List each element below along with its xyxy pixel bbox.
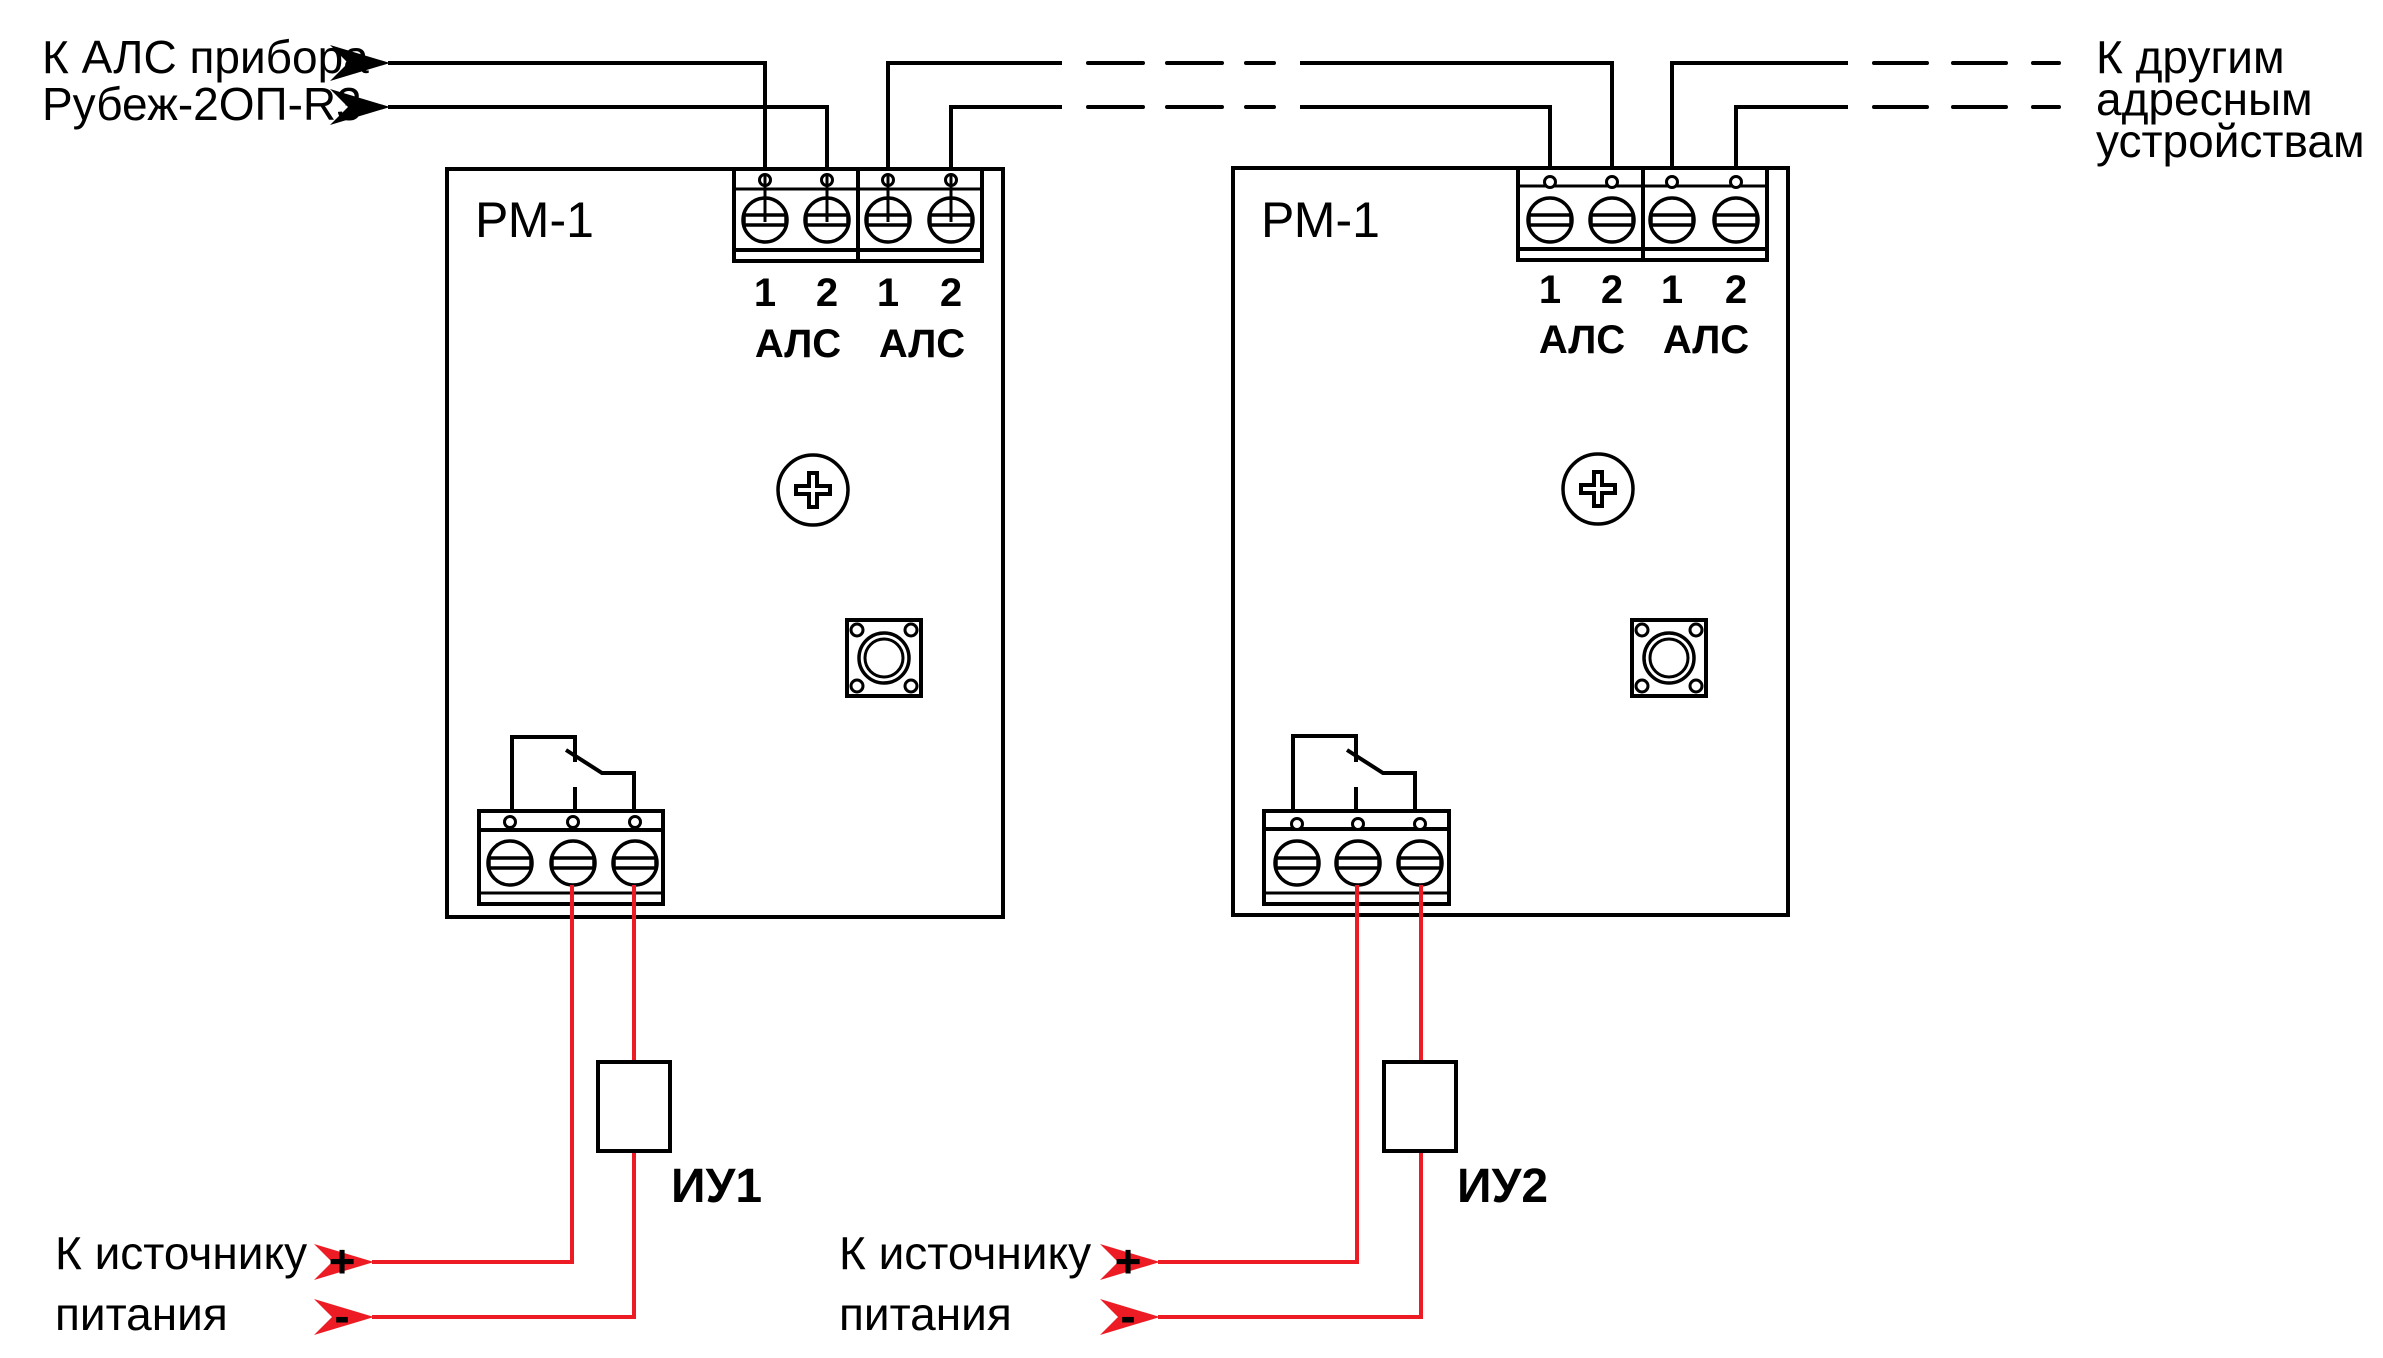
load-device-1 bbox=[596, 1060, 672, 1153]
link-wire-a-solid-right bbox=[1300, 61, 1614, 168]
link-wire-a-solid-left bbox=[886, 61, 1062, 178]
terminal-screw-icon bbox=[486, 839, 534, 887]
module-1-power-wiring: ИУ1 К источнику питания + - bbox=[55, 885, 762, 1342]
mounting-screw-icon bbox=[776, 453, 850, 527]
minus-sign: - bbox=[1120, 1290, 1135, 1342]
other-devices-label-line1: К другим bbox=[2096, 31, 2285, 83]
terminal-screw-icon bbox=[549, 839, 597, 887]
mounting-screw-icon bbox=[1561, 452, 1635, 526]
link-wire-b-solid-left bbox=[949, 105, 1062, 178]
module-2-power-wiring: ИУ2 К источнику питания + - bbox=[839, 885, 1548, 1342]
pushbutton-icon bbox=[1630, 618, 1708, 698]
relay-contact-icon bbox=[1291, 734, 1417, 811]
module-2-als-terminal-block bbox=[1516, 166, 1769, 262]
als-source-label-line1: К АЛС прибора bbox=[42, 31, 369, 83]
load-device-2 bbox=[1382, 1060, 1458, 1153]
module-2-pin-label: 1 bbox=[1539, 268, 1561, 312]
module-1-group-label: АЛС bbox=[879, 322, 965, 366]
terminal-screw-icon bbox=[1273, 839, 1321, 887]
als-wire-1-input bbox=[330, 45, 767, 178]
module-1-body bbox=[445, 167, 1005, 919]
other-devices-label-line2: адресным bbox=[2096, 73, 2313, 125]
module-2-pin-label: 2 bbox=[1725, 268, 1747, 312]
module-1-group-label: АЛС bbox=[755, 322, 841, 366]
power-source-label-1-line1: К источнику bbox=[55, 1227, 307, 1279]
load-device-2-label: ИУ2 bbox=[1457, 1160, 1548, 1213]
power-wire-plus bbox=[314, 885, 574, 1280]
power-source-label-2-line1: К источнику bbox=[839, 1227, 1091, 1279]
relay-contact-icon bbox=[510, 735, 636, 811]
terminal-screw-icon bbox=[611, 839, 659, 887]
power-wire-plus bbox=[1100, 885, 1359, 1280]
out-wire-b-solid bbox=[1734, 105, 1848, 178]
als-link-wires bbox=[886, 61, 1614, 178]
terminal-screw-icon bbox=[1334, 839, 1382, 887]
module-1-pin-label: 2 bbox=[940, 271, 962, 315]
module-2-pin-label: 2 bbox=[1601, 268, 1623, 312]
module-1-pin-label: 1 bbox=[877, 271, 899, 315]
load-device-1-label: ИУ1 bbox=[671, 1160, 762, 1213]
other-devices-label-line3: устройствам bbox=[2096, 115, 2365, 167]
als-input-wires bbox=[330, 45, 829, 178]
terminal-screw-icon bbox=[1712, 196, 1760, 244]
power-source-label-1-line2: питания bbox=[55, 1288, 228, 1340]
module-2-group-label: АЛС bbox=[1663, 318, 1749, 362]
module-2-pin-label: 1 bbox=[1661, 268, 1683, 312]
link-wire-b-solid-right bbox=[1300, 105, 1552, 168]
als-source-label-line2: Рубеж-2ОП-R3 bbox=[42, 78, 362, 130]
module-1-pin-label: 2 bbox=[816, 271, 838, 315]
out-wire-a-solid bbox=[1670, 61, 1848, 178]
power-wire-minus bbox=[314, 1151, 636, 1335]
module-1-als-terminal-block bbox=[732, 167, 984, 263]
terminal-screw-icon bbox=[1588, 196, 1636, 244]
terminal-screw-icon bbox=[1526, 196, 1574, 244]
plus-sign: + bbox=[329, 1235, 356, 1287]
minus-sign: - bbox=[334, 1290, 349, 1342]
module-2-title: РМ-1 bbox=[1261, 192, 1380, 248]
als-wire-2-input bbox=[330, 89, 829, 178]
power-wire-minus bbox=[1100, 1151, 1423, 1335]
module-1-title: РМ-1 bbox=[475, 192, 594, 248]
plus-sign: + bbox=[1115, 1235, 1142, 1287]
power-source-label-2-line2: питания bbox=[839, 1288, 1012, 1340]
module-2-group-label: АЛС bbox=[1539, 318, 1625, 362]
relay-module-2: РМ-1 1 2 1 2 АЛС АЛС bbox=[1231, 166, 1790, 917]
pushbutton-icon bbox=[845, 618, 923, 698]
als-output-wires bbox=[1670, 61, 2061, 178]
relay-module-1: РМ-1 1 2 1 2 АЛС АЛС bbox=[445, 167, 1005, 919]
terminal-screw-icon bbox=[1648, 196, 1696, 244]
terminal-screw-icon bbox=[1396, 839, 1444, 887]
module-1-pin-label: 1 bbox=[754, 271, 776, 315]
module-2-body bbox=[1231, 166, 1790, 917]
